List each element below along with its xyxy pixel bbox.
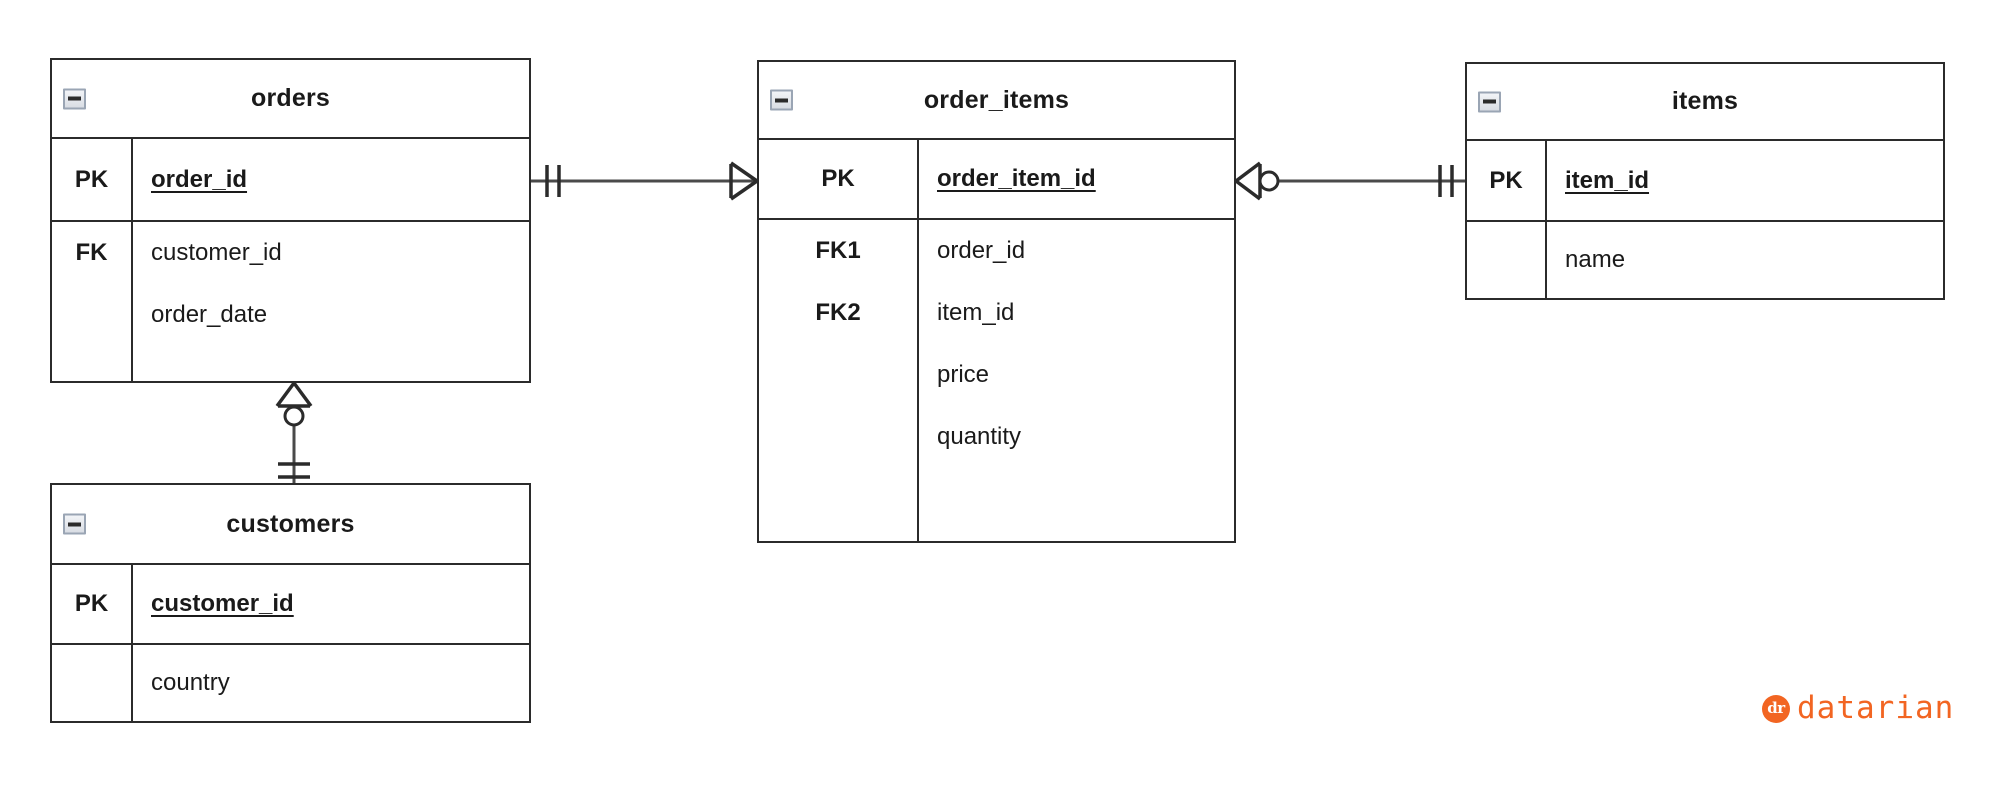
attribute-row[interactable]: PK order_id [52, 139, 529, 222]
attribute-name: country [151, 669, 230, 696]
attribute-block: FK1 FK2 order_id item_id price quantity [759, 220, 1234, 541]
attribute-name: order_id [151, 165, 248, 193]
key-column: FK1 FK2 [759, 220, 919, 541]
attribute-name: name [1565, 246, 1626, 273]
entity-body-items: PK item_id name [1467, 141, 1943, 298]
attribute-name: item_id [1565, 166, 1650, 194]
datarian-logo: dr datarian [1762, 693, 1954, 724]
key-label: FK1 [815, 237, 861, 264]
minus-icon[interactable] [770, 89, 793, 111]
minus-icon[interactable] [63, 513, 86, 535]
key-label [1467, 222, 1545, 298]
key-label: PK [1467, 141, 1547, 220]
attribute-name: item_id [937, 299, 1015, 326]
attribute-block: country [52, 645, 529, 721]
entity-title: items [1671, 87, 1739, 115]
attribute-row[interactable]: PK customer_id [52, 565, 529, 645]
attribute-name: customer_id [151, 590, 294, 617]
entity-header-items: items [1467, 64, 1943, 141]
attribute-block: name [1467, 222, 1943, 298]
entity-body-orders: PK order_id FK customer_id order_date [52, 139, 529, 381]
attribute-column: order_id item_id price quantity [919, 220, 1234, 541]
attribute-name: customer_id [151, 239, 282, 266]
key-label [759, 406, 917, 468]
key-label [52, 284, 131, 346]
entity-header-customers: customers [52, 485, 529, 565]
relationship-orders-customers[interactable] [263, 378, 325, 490]
attribute-name: price [937, 361, 990, 388]
entity-header-order-items: order_items [759, 62, 1234, 140]
attribute-name: quantity [937, 423, 1022, 450]
entity-body-order-items: PK order_item_id FK1 FK2 order_id item_i… [759, 140, 1234, 541]
minus-icon[interactable] [63, 88, 86, 109]
datarian-monogram-icon: dr [1762, 694, 1790, 723]
attribute-row[interactable]: PK order_item_id [759, 140, 1234, 220]
relationship-order-items-items[interactable] [1230, 151, 1472, 211]
entity-title: customers [226, 509, 355, 538]
entity-title: order_items [923, 85, 1070, 114]
attribute-name: order_date [151, 301, 268, 328]
key-label [52, 645, 131, 721]
minus-icon[interactable] [1478, 91, 1501, 112]
key-label: FK [75, 239, 108, 266]
attribute-block: FK customer_id order_date [52, 222, 529, 381]
key-label: PK [52, 139, 133, 220]
key-label [759, 344, 917, 406]
datarian-wordmark: datarian [1797, 690, 1955, 726]
attribute-column: customer_id order_date [133, 222, 529, 381]
entity-items[interactable]: items PK item_id name [1465, 62, 1945, 300]
key-label: PK [759, 140, 919, 218]
entity-header-orders: orders [52, 60, 529, 139]
entity-orders[interactable]: orders PK order_id FK customer_id order_… [50, 58, 531, 383]
key-column: FK [52, 222, 133, 381]
key-label: PK [52, 565, 133, 643]
entity-order-items[interactable]: order_items PK order_item_id FK1 FK2 ord… [757, 60, 1236, 543]
entity-body-customers: PK customer_id country [52, 565, 529, 721]
key-column [1467, 222, 1547, 298]
relationship-orders-order-items[interactable] [525, 151, 765, 211]
entity-customers[interactable]: customers PK customer_id country [50, 483, 531, 723]
attribute-name: order_item_id [937, 165, 1096, 192]
key-label: FK2 [815, 299, 861, 326]
attribute-column: name [1547, 222, 1943, 298]
attribute-name: order_id [937, 237, 1026, 264]
attribute-row[interactable]: PK item_id [1467, 141, 1943, 222]
attribute-column: country [133, 645, 529, 721]
key-column [52, 645, 133, 721]
entity-title: orders [250, 84, 330, 112]
